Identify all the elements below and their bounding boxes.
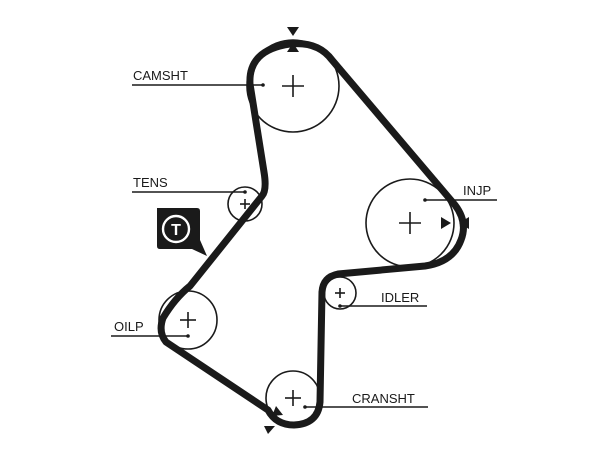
idler-leader-dot	[338, 304, 342, 308]
camshaft-centre-cross	[282, 75, 304, 97]
crankshaft-timing-mark-icon	[272, 406, 283, 416]
injection-pump-centre-cross	[399, 212, 421, 234]
crankshaft-label: CRANSHT	[352, 391, 415, 406]
oil-pump-centre-cross	[180, 312, 196, 328]
injection-pump-timing-mark-icon	[459, 217, 469, 229]
tensioner-badge-letter: T	[171, 222, 181, 239]
camshaft-timing-mark-icon	[287, 27, 299, 36]
oil-pump-label: OILP	[114, 319, 144, 334]
timing-belt	[157, 40, 467, 429]
camshaft-timing-mark-icon	[287, 43, 299, 52]
camshaft-label: CAMSHT	[133, 68, 188, 83]
injection-pump-label: INJP	[463, 183, 491, 198]
tensioner-centre-cross	[240, 199, 250, 209]
tensioner-badge-icon: T	[157, 208, 207, 256]
camshaft-leader-dot	[261, 83, 265, 87]
injection-pump-timing-mark-icon	[441, 217, 451, 229]
idler-centre-cross	[335, 288, 345, 298]
tensioner-label: TENS	[133, 175, 168, 190]
crankshaft-centre-cross	[285, 390, 301, 406]
oil-pump-leader-dot	[186, 334, 190, 338]
injection-pump-leader-dot	[423, 198, 427, 202]
crankshaft-timing-mark-icon	[264, 426, 275, 434]
idler-label: IDLER	[381, 290, 419, 305]
tensioner-leader-dot	[243, 190, 247, 194]
crankshaft-leader-dot	[303, 405, 307, 409]
